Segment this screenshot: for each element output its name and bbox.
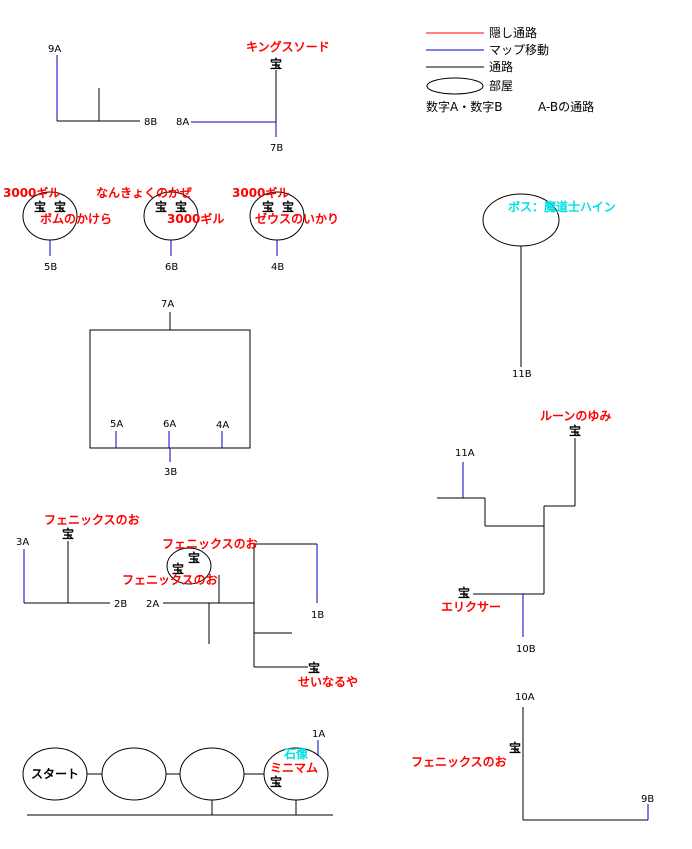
treasure-icon: 宝 bbox=[509, 740, 521, 755]
item-phoenix-2: フェニックスのお bbox=[162, 537, 258, 551]
node-11b: 11B bbox=[512, 369, 532, 380]
node-10a: 10A bbox=[515, 692, 535, 703]
node-5a: 5A bbox=[110, 419, 123, 430]
section-8a-7b: 8A 7B 宝 キングスソード bbox=[176, 39, 330, 154]
legend-move-label: マップ移動 bbox=[489, 43, 549, 57]
node-4b: 4B bbox=[271, 262, 284, 273]
node-10b: 10B bbox=[516, 644, 536, 655]
treasure-icon: 宝 bbox=[262, 199, 274, 214]
node-2a: 2A bbox=[146, 599, 159, 610]
item-boss: ボス：魔道士ハイン bbox=[508, 199, 616, 214]
legend-path-label: 通路 bbox=[489, 59, 513, 74]
item-statue: 石像 bbox=[283, 746, 309, 761]
item-rune: ルーンのゆみ bbox=[540, 409, 611, 423]
legend-note-path: A-Bの通路 bbox=[538, 99, 594, 114]
item-nankyoku: なんきょくのかぜ bbox=[96, 186, 192, 200]
item-zeus: ゼウスのいかり bbox=[255, 211, 339, 226]
node-11a: 11A bbox=[455, 448, 475, 459]
node-7a: 7A bbox=[161, 299, 174, 310]
node-4a: 4A bbox=[216, 420, 229, 431]
treasure-icon: 宝 bbox=[270, 56, 282, 71]
section-start: スタート 石像 ミニマム 宝 1A bbox=[22, 729, 333, 816]
item-seinaruya: せいなるや bbox=[298, 675, 358, 689]
node-1a: 1A bbox=[312, 729, 325, 740]
item-elixir: エリクサー bbox=[441, 600, 501, 614]
treasure-icon: 宝 bbox=[282, 199, 294, 214]
section-11a-10b: 宝 ルーンのゆみ 宝 エリクサー 11A 10B bbox=[437, 409, 611, 655]
treasure-icon: 宝 bbox=[458, 585, 470, 600]
legend-room-shape bbox=[426, 77, 484, 95]
section-rect-room: 7A 5A 6A 4A 3B bbox=[89, 299, 251, 478]
treasure-icon: 宝 bbox=[308, 660, 320, 675]
section-three-rooms: 宝 宝 宝 宝 宝 宝 3000ギル なんきょくのかぜ 3000ギル ボムのかけ… bbox=[3, 185, 339, 273]
node-6b: 6B bbox=[165, 262, 178, 273]
start-label: スタート bbox=[31, 767, 79, 781]
node-8a: 8A bbox=[176, 117, 189, 128]
node-7b: 7B bbox=[270, 143, 283, 154]
treasure-icon: 宝 bbox=[62, 526, 74, 541]
treasure-icon: 宝 bbox=[270, 774, 282, 789]
treasure-icon: 宝 bbox=[569, 423, 581, 438]
item-phoenix-3: フェニックスのお bbox=[122, 573, 218, 587]
node-9a-top: 9A bbox=[48, 44, 61, 55]
section-3a-2b: 宝 フェニックスのお 3A 2B bbox=[16, 513, 140, 610]
legend-hidden-label: 隠し通路 bbox=[489, 25, 537, 40]
section-9a-8b: 9A 8B bbox=[48, 44, 157, 128]
item-kingsword: キングスソード bbox=[246, 39, 330, 54]
node-2b: 2B bbox=[114, 599, 127, 610]
treasure-icon: 宝 bbox=[155, 199, 167, 214]
legend-room-label: 部屋 bbox=[489, 78, 513, 93]
node-1b: 1B bbox=[311, 610, 324, 621]
node-9b: 9B bbox=[641, 794, 654, 805]
node-8b: 8B bbox=[144, 117, 157, 128]
node-5b: 5B bbox=[44, 262, 57, 273]
treasure-icon: 宝 bbox=[175, 199, 187, 214]
legend-note-ab: 数字A・数字B bbox=[426, 99, 502, 114]
node-3b: 3B bbox=[164, 467, 177, 478]
section-2a-1b: 宝 宝 フェニックスのお フェニックスのお 宝 せいなるや 2A 1B bbox=[122, 537, 358, 689]
section-boss: ボス：魔道士ハイン 11B bbox=[482, 193, 616, 380]
node-6a: 6A bbox=[163, 419, 176, 430]
legend: 隠し通路 マップ移動 通路 部屋 数字A・数字B A-Bの通路 bbox=[426, 25, 594, 114]
section-10a-9b: 宝 フェニックスのお 10A 9B bbox=[411, 692, 654, 821]
item-bomb: ボムのかけら bbox=[40, 211, 112, 226]
treasure-icon: 宝 bbox=[188, 550, 200, 565]
node-3a: 3A bbox=[16, 537, 29, 548]
treasure-icon: 宝 bbox=[172, 561, 184, 576]
item-minimamu: ミニマム bbox=[270, 761, 318, 775]
item-phoenix-1: フェニックスのお bbox=[44, 513, 140, 527]
item-gil-3: 3000ギル bbox=[232, 185, 289, 200]
item-gil-1: 3000ギル bbox=[3, 185, 60, 200]
treasure-icon: 宝 bbox=[54, 199, 66, 214]
item-phoenix-4: フェニックスのお bbox=[411, 755, 507, 769]
item-gil-2: 3000ギル bbox=[167, 211, 224, 226]
treasure-icon: 宝 bbox=[34, 199, 46, 214]
